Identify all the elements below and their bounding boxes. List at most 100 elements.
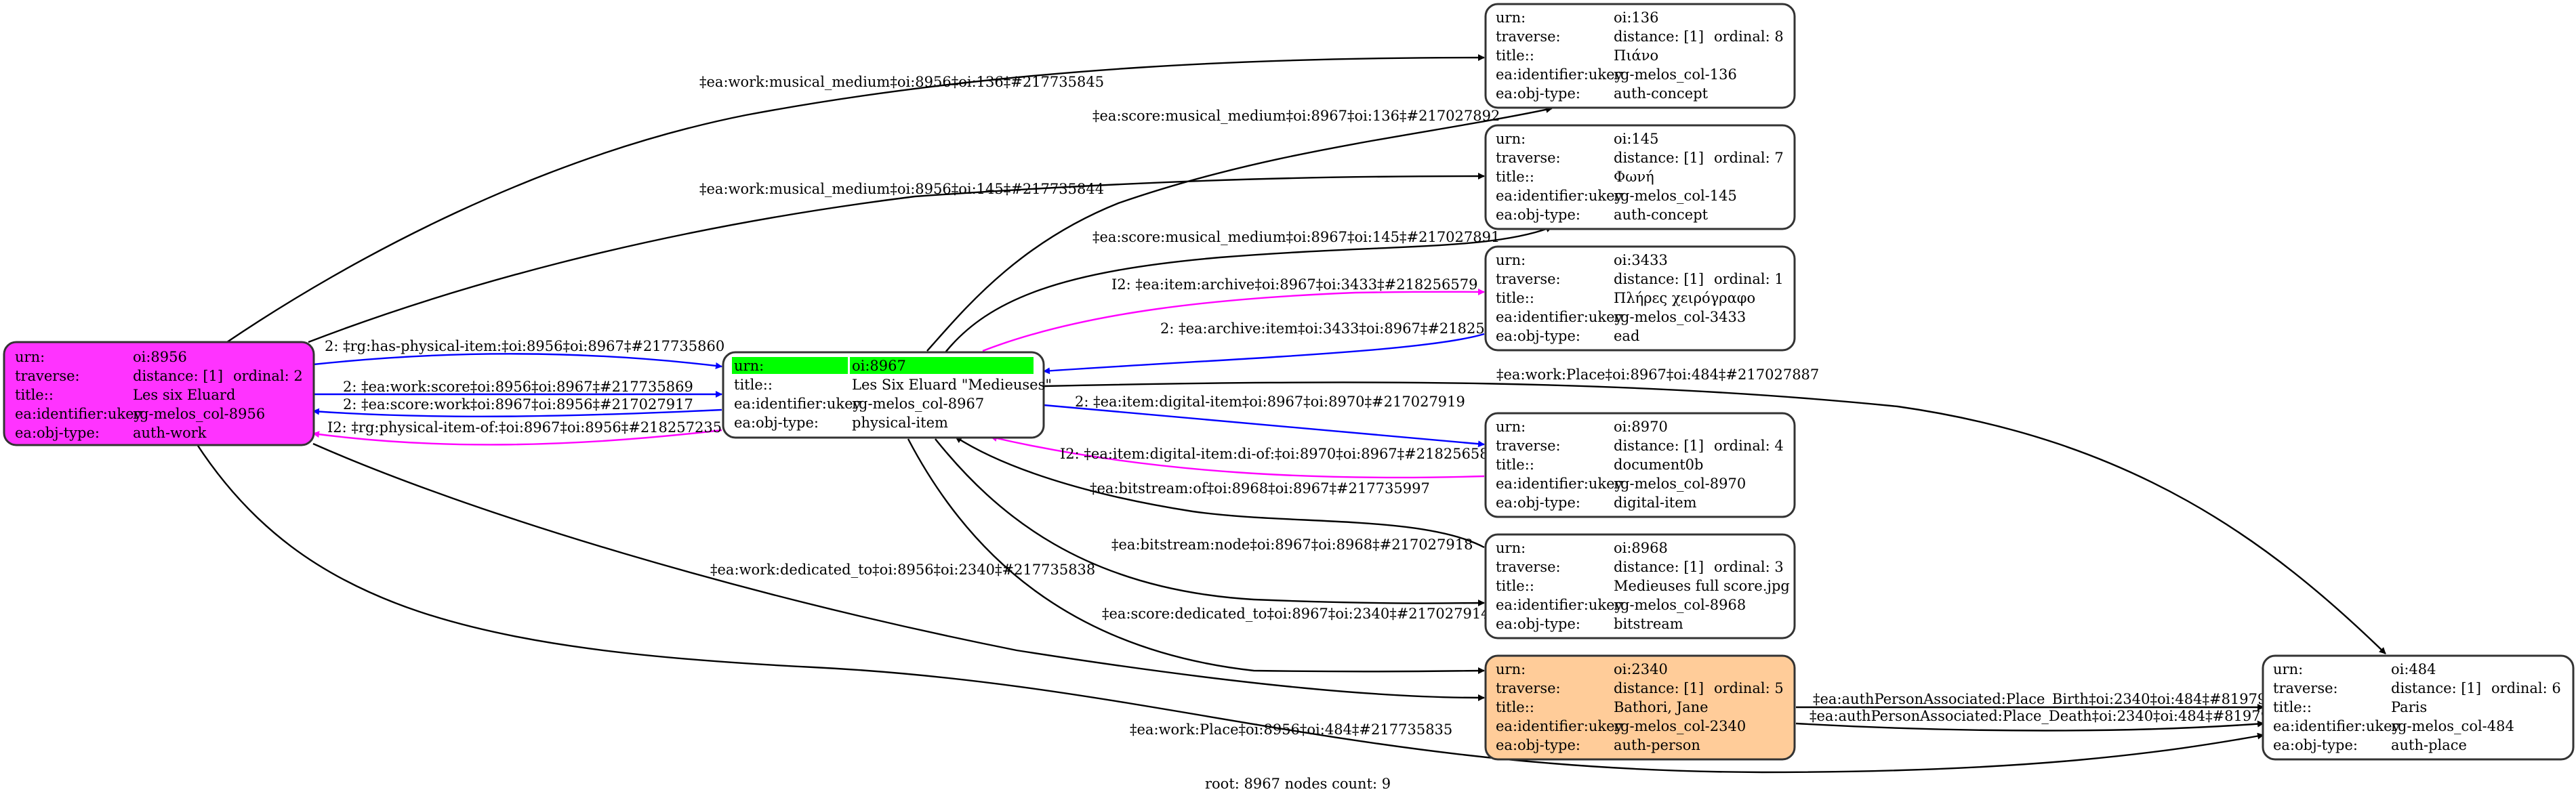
- edge-line: [982, 288, 1485, 352]
- field-value: ead: [1614, 328, 1639, 344]
- edge-label: ‡ea:work:musical_medium‡oi:8956‡oi:145‡#…: [699, 181, 1104, 197]
- graph-edge[interactable]: ‡ea:authPersonAssociated:Place_Death‡oi:…: [1795, 708, 2297, 732]
- field-key: traverse:: [1496, 438, 1561, 454]
- edge-label: ‡ea:score:dedicated_to‡oi:8967‡oi:2340‡#…: [1102, 606, 1490, 622]
- node-fields: urn: oi:8968 traverse: distance: [1] ord…: [1496, 540, 1790, 632]
- graph-edge[interactable]: ‡ea:bitstream:node‡oi:8967‡oi:8968‡#2170…: [935, 438, 1485, 607]
- graph-edge[interactable]: ‡ea:work:musical_medium‡oi:8956‡oi:136‡#…: [226, 54, 1485, 343]
- field-value: rg-melos_col-8967: [852, 396, 984, 412]
- field-key: ea:obj-type:: [734, 415, 819, 431]
- edges-layer: ‡ea:work:musical_medium‡oi:8956‡oi:136‡#…: [195, 54, 2386, 774]
- field-key: ea:identifier:ukey: [1496, 66, 1623, 83]
- root-urn-value-highlight: [850, 357, 1034, 374]
- graph-node-484[interactable]: urn: oi:484 traverse: distance: [1] ordi…: [2262, 654, 2575, 761]
- field-key: ea:obj-type:: [15, 425, 100, 441]
- field-value: digital-item: [1614, 495, 1697, 511]
- field-value: distance: [1]: [1614, 559, 1704, 575]
- field-value: oi:3433: [1614, 252, 1668, 268]
- graph-edge[interactable]: I2: ‡rg:physical-item-of:‡oi:8967‡oi:895…: [312, 419, 722, 446]
- field-extra: ordinal: 3: [1714, 559, 1784, 575]
- graph-edge[interactable]: ‡ea:work:dedicated_to‡oi:8956‡oi:2340‡#2…: [312, 442, 1485, 701]
- field-value: rg-melos_col-3433: [1614, 309, 1746, 325]
- graph-node-8968[interactable]: urn: oi:8968 traverse: distance: [1] ord…: [1484, 533, 1796, 639]
- field-key: ea:identifier:ukey: [15, 406, 142, 422]
- field-key: title::: [734, 377, 773, 393]
- field-value: distance: [1]: [1614, 150, 1704, 166]
- field-key: urn:: [1496, 131, 1526, 147]
- field-value: auth-concept: [1614, 207, 1709, 223]
- field-value: document0b: [1614, 457, 1703, 473]
- node-fields: urn: oi:8956 traverse: distance: [1] ord…: [15, 349, 303, 441]
- graph-edge[interactable]: I2: ‡ea:item:digital-item:di-of:‡oi:8970…: [990, 435, 1498, 479]
- field-key: traverse:: [15, 368, 80, 384]
- edge-label: 2: ‡ea:score:work‡oi:8967‡oi:8956‡#21702…: [343, 396, 693, 413]
- field-key: ea:identifier:ukey: [734, 396, 861, 412]
- node-box: [3, 341, 315, 446]
- edge-line: [1795, 720, 2264, 732]
- edge-line: [907, 438, 1485, 675]
- field-key: ea:identifier:ukey: [1496, 597, 1623, 613]
- field-key: title::: [1496, 47, 1534, 64]
- graph-edge[interactable]: 2: ‡ea:score:work‡oi:8967‡oi:8956‡#21702…: [312, 396, 722, 418]
- field-value: oi:136: [1614, 9, 1659, 26]
- node-box: [1484, 245, 1796, 352]
- edge-label: 2: ‡ea:archive:item‡oi:3433‡oi:8967‡#218…: [1160, 320, 1521, 337]
- field-key: traverse:: [1496, 150, 1561, 166]
- field-value: rg-melos_col-8970: [1614, 476, 1746, 492]
- edge-label: ‡ea:work:Place‡oi:8967‡oi:484‡#217027887: [1496, 366, 1819, 383]
- graph-node-145[interactable]: urn: oi:145 traverse: distance: [1] ordi…: [1484, 124, 1796, 230]
- field-value: oi:8970: [1614, 419, 1668, 435]
- field-value: distance: [1]: [1614, 438, 1704, 454]
- graph-edge[interactable]: 2: ‡ea:archive:item‡oi:3433‡oi:8967‡#218…: [1043, 320, 1521, 375]
- field-value: Paris: [2391, 699, 2427, 715]
- graph-edge[interactable]: ‡ea:bitstream:of‡oi:8968‡oi:8967‡#217735…: [955, 436, 1485, 549]
- field-key: ea:identifier:ukey: [1496, 476, 1623, 492]
- field-value: oi:145: [1614, 131, 1659, 147]
- field-key: ea:identifier:ukey: [1496, 718, 1623, 734]
- graph-node-8956[interactable]: urn: oi:8956 traverse: distance: [1] ord…: [3, 341, 315, 446]
- node-fields: urn: oi:136 traverse: distance: [1] ordi…: [1496, 9, 1784, 102]
- edge-label: ‡ea:authPersonAssociated:Place_Death‡oi:…: [1810, 708, 2297, 724]
- graph-node-8967-root[interactable]: urn: oi:8967 title:: Les Six Eluard "Med…: [722, 351, 1052, 439]
- graph-edge[interactable]: ‡ea:score:musical_medium‡oi:8967‡oi:145‡…: [945, 226, 1553, 353]
- field-value: rg-melos_col-2340: [1614, 718, 1746, 734]
- edge-label: I2: ‡rg:physical-item-of:‡oi:8967‡oi:895…: [327, 419, 722, 436]
- node-box: [1484, 654, 1796, 761]
- node-fields: urn: oi:3433 traverse: distance: [1] ord…: [1496, 252, 1784, 344]
- graph-edge[interactable]: ‡ea:authPersonAssociated:Place_Birth‡oi:…: [1796, 691, 2293, 711]
- node-fields: urn: oi:145 traverse: distance: [1] ordi…: [1496, 131, 1784, 223]
- field-key: title::: [1496, 578, 1534, 594]
- graph-caption: root: 8967 nodes count: 9: [1205, 776, 1391, 792]
- graph-edge[interactable]: ‡ea:work:Place‡oi:8967‡oi:484‡#217027887: [1043, 366, 2386, 654]
- graph-edge[interactable]: 2: ‡ea:item:digital-item‡oi:8967‡oi:8970…: [1043, 394, 1485, 448]
- field-value: rg-melos_col-8968: [1614, 597, 1746, 613]
- graph-node-136[interactable]: urn: oi:136 traverse: distance: [1] ordi…: [1484, 3, 1796, 109]
- edge-label: 2: ‡ea:item:digital-item‡oi:8967‡oi:8970…: [1075, 394, 1465, 410]
- graph-node-8970[interactable]: urn: oi:8970 traverse: distance: [1] ord…: [1484, 412, 1796, 518]
- field-key: title::: [1496, 290, 1534, 306]
- field-key: traverse:: [1496, 28, 1561, 45]
- field-value: oi:8956: [133, 349, 187, 365]
- field-value: oi:8967: [852, 358, 906, 374]
- field-key: urn:: [15, 349, 45, 365]
- graph-edge[interactable]: ‡ea:score:musical_medium‡oi:8967‡oi:136‡…: [926, 106, 1553, 352]
- graph-edge[interactable]: I2: ‡ea:item:archive‡oi:8967‡oi:3433‡#21…: [982, 276, 1485, 352]
- graph-edge[interactable]: 2: ‡ea:work:score‡oi:8956‡oi:8967‡#21773…: [313, 379, 722, 398]
- field-key: urn:: [2273, 661, 2303, 677]
- field-value: oi:8968: [1614, 540, 1668, 556]
- field-key: title::: [1496, 169, 1534, 185]
- field-value: auth-place: [2391, 737, 2467, 753]
- graph-edge[interactable]: ‡ea:work:Place‡oi:8956‡oi:484‡#217735835: [195, 443, 2264, 774]
- edge-line: [945, 226, 1553, 353]
- graph-edge[interactable]: ‡ea:work:musical_medium‡oi:8956‡oi:145‡#…: [308, 173, 1485, 343]
- node-fields: urn: oi:8970 traverse: distance: [1] ord…: [1496, 419, 1784, 511]
- field-key: title::: [1496, 457, 1534, 473]
- graph-node-3433[interactable]: urn: oi:3433 traverse: distance: [1] ord…: [1484, 245, 1796, 352]
- field-key: ea:identifier:ukey: [1496, 309, 1623, 325]
- edge-line: [226, 54, 1485, 343]
- field-value: rg-melos_col-8956: [133, 406, 265, 422]
- field-value: distance: [1]: [133, 368, 223, 384]
- graph-node-2340[interactable]: urn: oi:2340 traverse: distance: [1] ord…: [1484, 654, 1796, 761]
- graph-edge[interactable]: 2: ‡rg:has-physical-item:‡oi:8956‡oi:896…: [312, 338, 724, 369]
- graph-edge[interactable]: ‡ea:score:dedicated_to‡oi:8967‡oi:2340‡#…: [907, 438, 1490, 675]
